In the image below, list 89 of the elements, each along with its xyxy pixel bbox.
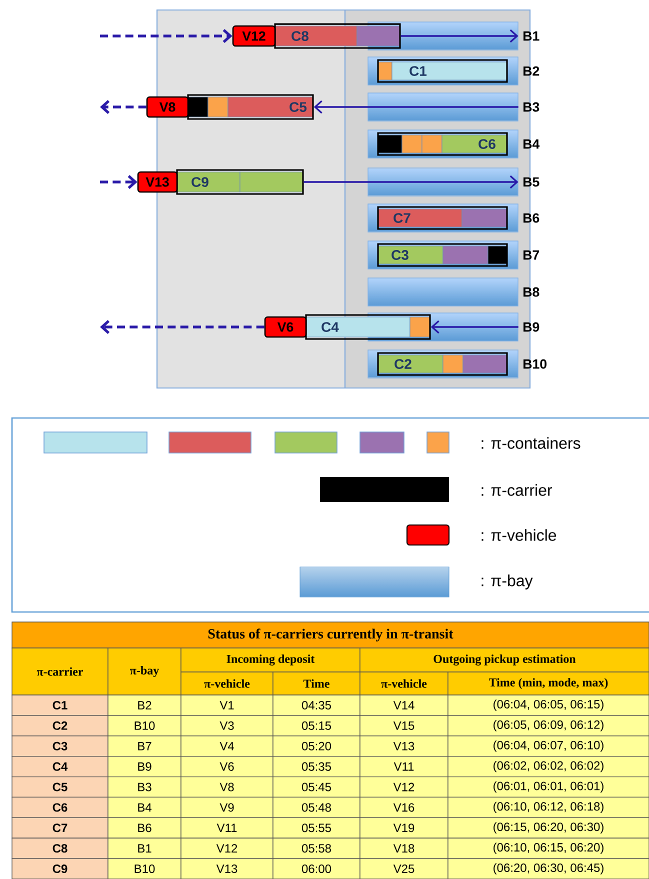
- table-cell: 05:58: [272, 838, 360, 859]
- table-cell: B9: [108, 756, 182, 778]
- table-cell: C4: [12, 756, 108, 778]
- bay-label: B6: [524, 213, 540, 223]
- bay-label: B4: [524, 139, 540, 149]
- arrow: [314, 100, 518, 114]
- table-cell: 05:20: [272, 736, 360, 757]
- arrow: [430, 320, 518, 334]
- bay-bar: [368, 92, 518, 122]
- table-cell: V13: [360, 736, 448, 757]
- vehicle: V13: [137, 171, 178, 193]
- header-cell: Time: [272, 672, 360, 696]
- vehicle: V8: [146, 96, 189, 118]
- bay-label: B3: [524, 102, 540, 112]
- arrow: [100, 29, 232, 43]
- arrow: [304, 175, 518, 189]
- arrow: [400, 29, 518, 43]
- header-cell: π-bay: [108, 648, 182, 696]
- carrier: C2: [377, 352, 508, 376]
- table-cell: C2: [12, 715, 108, 736]
- vehicle: V6: [264, 316, 307, 338]
- bay-label: B1: [524, 31, 540, 41]
- bay-label: B8: [524, 287, 540, 297]
- bay-label: B2: [524, 66, 540, 76]
- table-cell: V15: [360, 715, 448, 736]
- table-cell: V12: [360, 776, 448, 798]
- bay-bar: [368, 278, 518, 306]
- bay-label: B10: [524, 359, 547, 369]
- table-cell: V16: [360, 796, 448, 818]
- legend-text: : π-carrier: [482, 484, 552, 496]
- table-cell: 05:45: [272, 776, 360, 798]
- table-cell: B6: [108, 817, 182, 838]
- table-cell: V9: [180, 796, 274, 818]
- bay-label: B7: [524, 250, 540, 260]
- table-cell: C3: [12, 736, 108, 757]
- table-cell: 05:35: [272, 756, 360, 778]
- table-cell: V25: [360, 858, 448, 879]
- table-cell: B7: [108, 736, 182, 757]
- table-cell: 04:35: [272, 694, 360, 716]
- header-cell: π-vehicle: [360, 672, 448, 696]
- table-cell: B10: [108, 715, 182, 736]
- table-cell: C9: [12, 858, 108, 879]
- table-cell: B10: [108, 858, 182, 879]
- table-cell: B2: [108, 694, 182, 716]
- table-cell: 05:55: [272, 817, 360, 838]
- table-cell: V1: [180, 694, 274, 716]
- header-cell: π-carrier: [12, 648, 108, 696]
- table-cell: V11: [180, 817, 274, 838]
- arrow: [100, 100, 146, 114]
- carrier: C3: [377, 243, 508, 267]
- carrier: C6: [377, 132, 508, 156]
- table-cell: V4: [180, 736, 274, 757]
- table-cell: B1: [108, 838, 182, 859]
- bay-bar: [368, 168, 518, 196]
- table-cell: V18: [360, 838, 448, 859]
- table-cell: V3: [180, 715, 274, 736]
- table-cell: V8: [180, 776, 274, 798]
- table-cell: V11: [360, 756, 448, 778]
- table-cell: 05:48: [272, 796, 360, 818]
- vehicle: V12: [232, 25, 276, 47]
- arrow: [100, 175, 138, 189]
- carrier: C5: [187, 94, 314, 120]
- bay-label: B5: [524, 177, 540, 187]
- carrier: C8: [274, 23, 401, 49]
- table-cell: V19: [360, 817, 448, 838]
- arrow: [100, 320, 264, 334]
- carrier: C7: [377, 206, 508, 230]
- legend-text: : π-bay: [482, 574, 533, 590]
- table-cell: V6: [180, 756, 274, 778]
- table-cell: C7: [12, 817, 108, 838]
- legend-text: : π-containers: [482, 437, 580, 449]
- table-cell: 06:00: [272, 858, 360, 879]
- table-cell: B3: [108, 776, 182, 798]
- carrier: C1: [377, 59, 508, 83]
- table-cell: C5: [12, 776, 108, 798]
- table-cell: C6: [12, 796, 108, 818]
- legend-text: : π-vehicle: [482, 529, 556, 541]
- table-cell: C8: [12, 838, 108, 859]
- header-cell: π-vehicle: [180, 672, 274, 696]
- table-cell: C1: [12, 694, 108, 716]
- carrier: C9: [176, 169, 304, 195]
- table-cell: B4: [108, 796, 182, 818]
- table-cell: V12: [180, 838, 274, 859]
- table-cell: 05:15: [272, 715, 360, 736]
- bay-label: B9: [524, 322, 540, 332]
- carrier: C4: [305, 314, 431, 340]
- table-cell: V14: [360, 694, 448, 716]
- table-cell: V13: [180, 858, 274, 879]
- table-title: Status of π-carriers currently in π-transit: [12, 622, 649, 648]
